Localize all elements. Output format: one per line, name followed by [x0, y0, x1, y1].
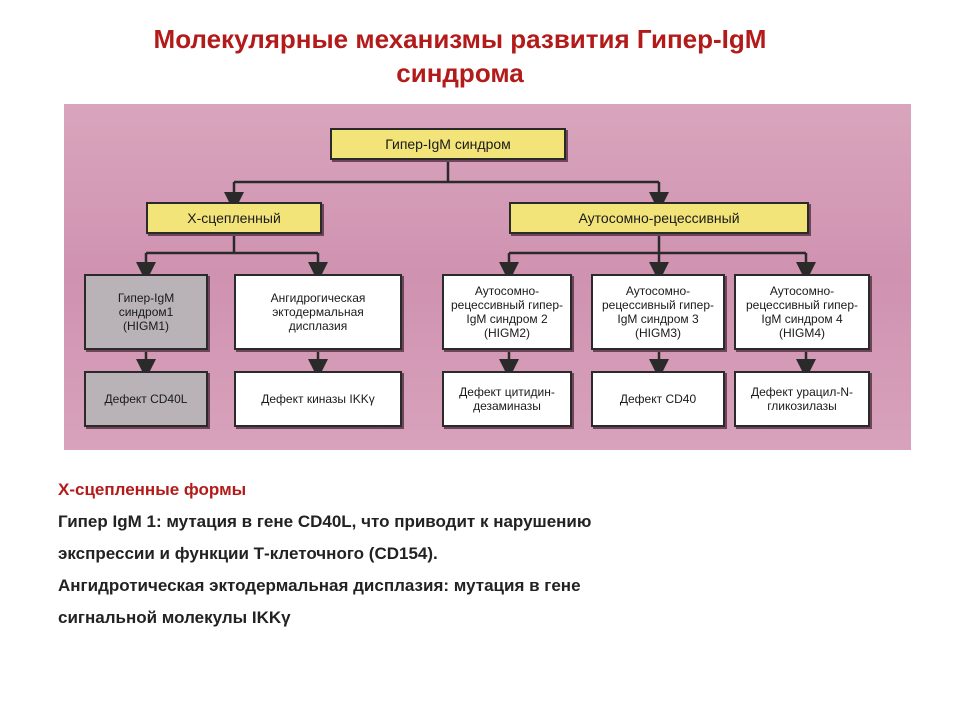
higm4-box: Аутосомно-рецессивный гипер-IgM синдром … [734, 274, 870, 350]
cd40-defect-box: Дефект CD40 [591, 371, 725, 427]
higm3-box: Аутосомно-рецессивный гипер-IgM синдром … [591, 274, 725, 350]
description-line: Ангидротическая эктодермальная дисплазия… [58, 576, 581, 595]
autosomal-box: Аутосомно-рецессивный [509, 202, 809, 234]
ung-defect-box: Дефект урацил-N-гликозилазы [734, 371, 870, 427]
x-linked-box: Х-сцепленный [146, 202, 322, 234]
aid-defect-box: Дефект цитидин-дезаминазы [442, 371, 572, 427]
description-line: экспрессии и функции Т-клеточного (CD154… [58, 544, 438, 563]
root-box: Гипер-IgM синдром [330, 128, 566, 160]
description-line: сигнальной молекулы IKKγ [58, 608, 291, 627]
ikk-defect-box: Дефект киназы IKKγ [234, 371, 402, 427]
description-text: Х-сцепленные формы Гипер IgM 1: мутация … [58, 474, 878, 634]
slide-title-line2: синдрома [396, 58, 524, 88]
slide-title-line1: Молекулярные механизмы развития Гипер-Ig… [153, 24, 767, 54]
connector-lines [136, 159, 816, 379]
cd40l-defect-box: Дефект CD40L [84, 371, 208, 427]
classification-diagram: Гипер-IgM синдром Х-сцепленный Аутосомно… [64, 104, 911, 450]
higm2-box: Аутосомно-рецессивный гипер-IgM синдром … [442, 274, 572, 350]
description-line: Гипер IgM 1: мутация в гене CD40L, что п… [58, 512, 592, 531]
slide-title: Молекулярные механизмы развития Гипер-Ig… [40, 22, 880, 90]
higm1-box: Гипер-IgM синдром1 (HIGM1) [84, 274, 208, 350]
description-heading: Х-сцепленные формы [58, 480, 247, 499]
aed-box: Ангидрогическая эктодермальная дисплазия [234, 274, 402, 350]
